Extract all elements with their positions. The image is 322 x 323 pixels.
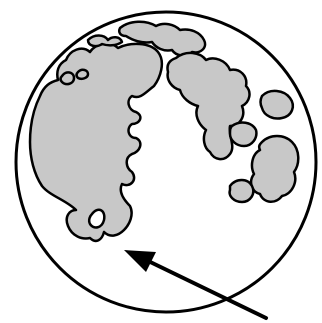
- right-patch: [230, 123, 256, 146]
- far-right-mare: [251, 136, 298, 202]
- upper-left-island: [61, 72, 75, 84]
- lower-right-patch: [230, 180, 254, 202]
- upper-right-patch: [261, 91, 293, 119]
- northern-fringe: [88, 36, 122, 47]
- upper-left-islet: [77, 70, 89, 79]
